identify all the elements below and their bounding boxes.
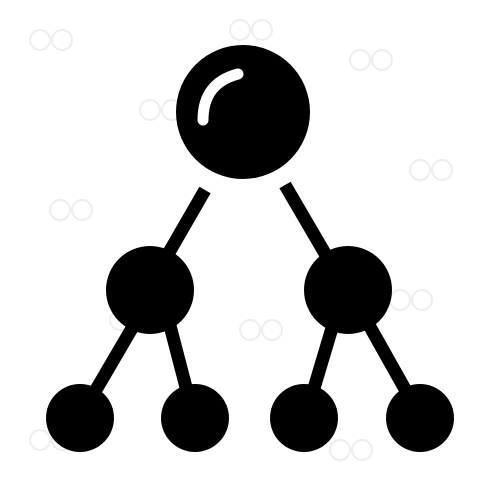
connector-right-a [305,316,342,397]
leaf-node-4 [386,384,454,452]
root-node [176,45,310,179]
mid-node-left [106,246,194,334]
connector-top-right [279,181,336,266]
connector-right-b [359,314,416,402]
leaf-node-2 [161,384,229,452]
root-node-highlight [197,68,244,126]
mid-node-right [304,246,392,334]
connector-left-b [161,316,195,397]
connector-left-a [84,314,144,404]
leaf-node-1 [46,384,114,452]
leaf-node-3 [270,384,338,452]
